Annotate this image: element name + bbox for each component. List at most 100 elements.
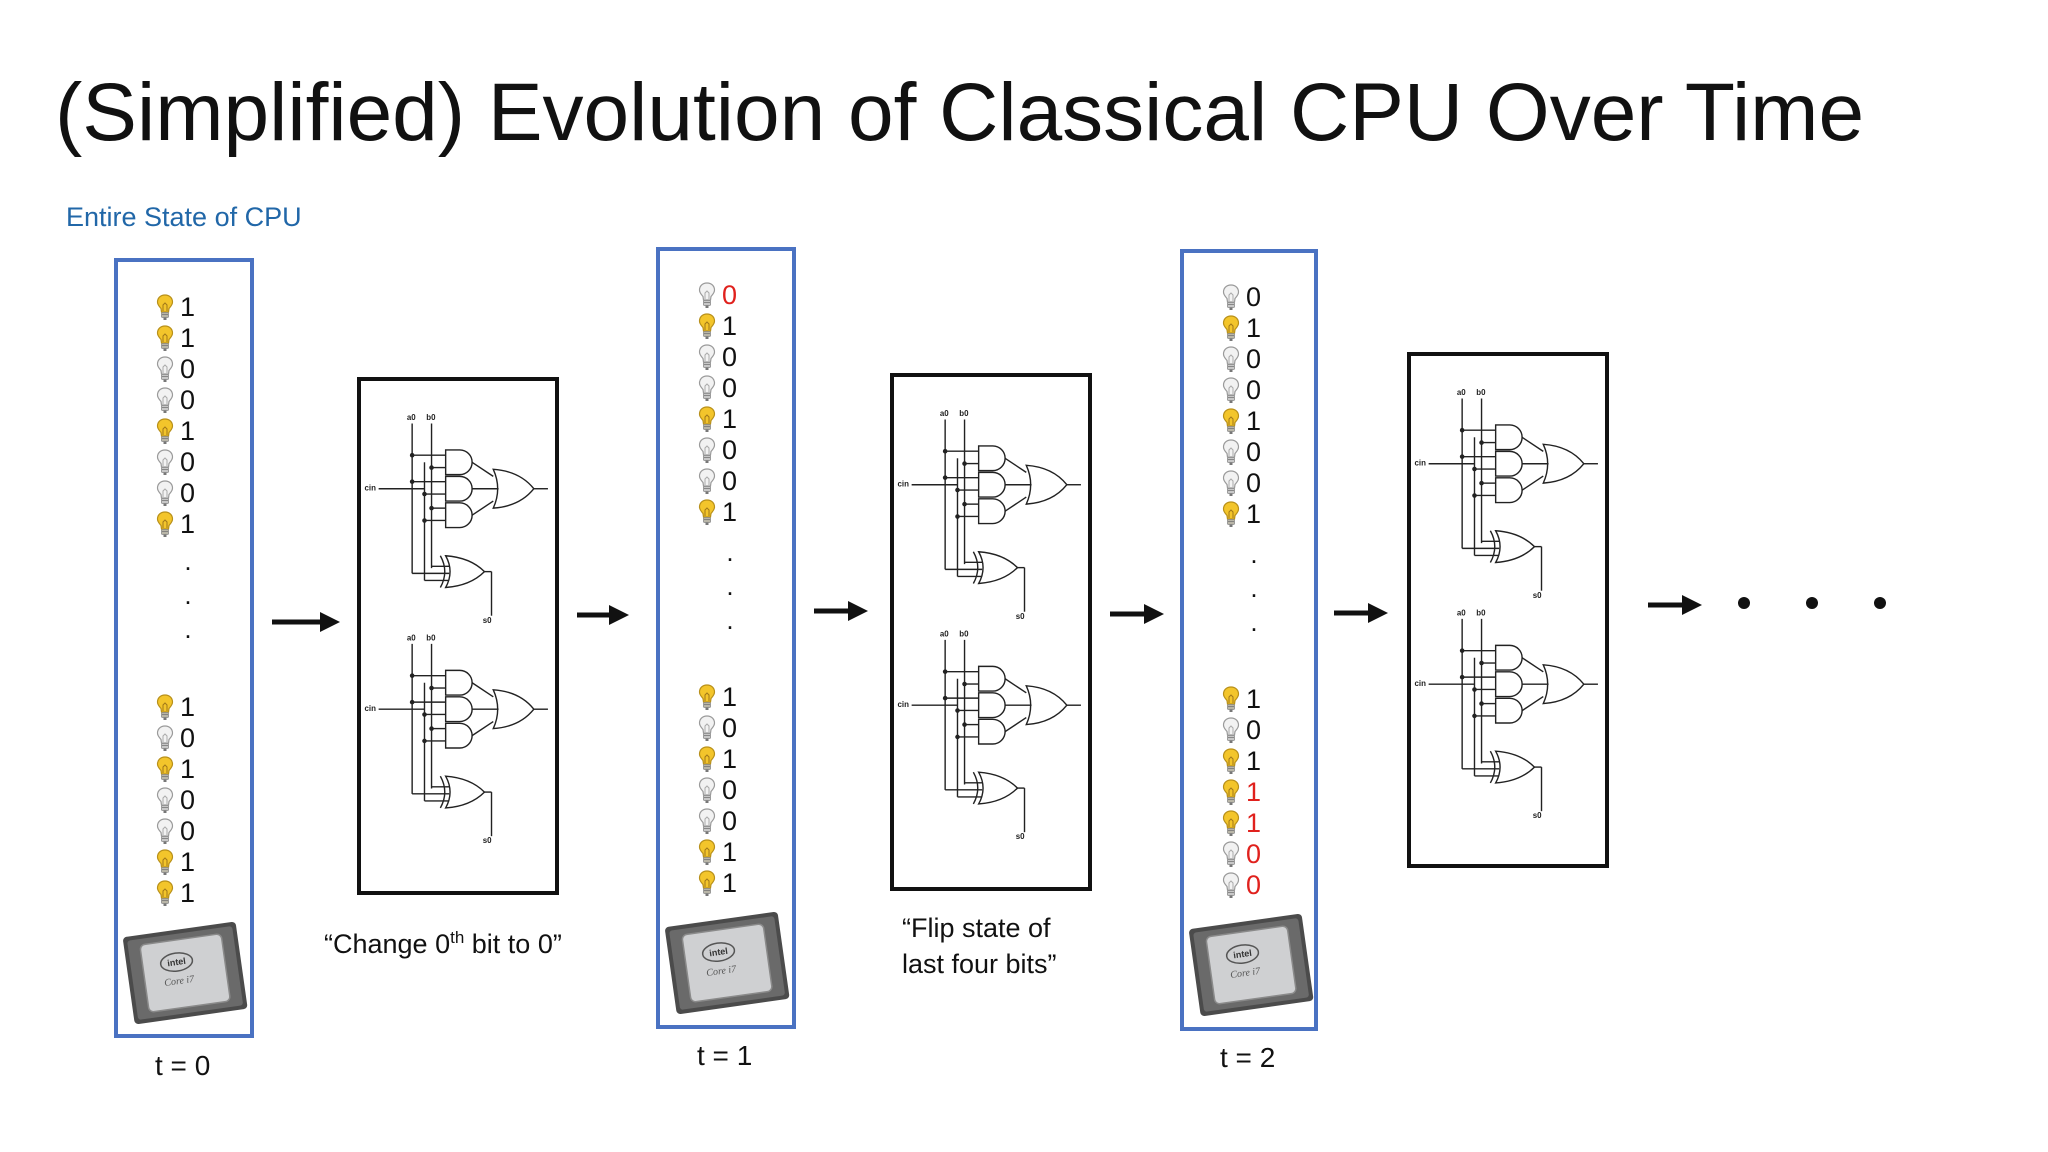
bit-value: 1 [1246,684,1262,714]
bit-value: 1 [722,744,738,774]
bit-value: 0 [180,385,196,415]
bit-value: 0 [1246,344,1262,374]
svg-text:a0: a0 [1457,388,1466,397]
state-bit: 1 [698,682,737,712]
lightbulb-off-icon [156,818,174,844]
slide-subtitle: Entire State of CPU [66,202,302,232]
lightbulb-off-icon [698,715,716,741]
bit-value: 0 [180,478,196,508]
vertical-ellipsis: ... [1250,539,1258,637]
bit-value: 1 [1246,777,1262,807]
svg-text:intel: intel [167,956,187,968]
lightbulb-on-icon [156,880,174,906]
lightbulb-off-icon [1222,439,1240,465]
lightbulb-on-icon [1222,810,1240,836]
state-bit: 1 [698,868,737,898]
caption-change-bit-start: “Change 0 [324,929,451,959]
bit-value: 0 [722,435,738,465]
state-bit: 1 [156,292,195,322]
lightbulb-on-icon [156,294,174,320]
bit-value: 0 [180,723,196,753]
svg-text:b0: b0 [426,633,436,642]
svg-text:s0: s0 [1016,832,1025,841]
bit-value: 0 [722,466,738,496]
svg-text:b0: b0 [1476,388,1486,397]
bit-value: 0 [722,373,738,403]
bit-value: 1 [1246,406,1262,436]
svg-text:cin: cin [1415,459,1427,468]
bit-value: 0 [722,806,738,836]
state-bit: 0 [698,280,737,310]
state-bit: 1 [156,509,195,539]
state-bit: 1 [1222,313,1261,343]
bit-value: 1 [722,682,738,712]
state-bit: 0 [156,478,195,508]
svg-text:a0: a0 [940,409,949,418]
arrow-right-icon [1648,595,1702,615]
lightbulb-on-icon [1222,686,1240,712]
lightbulb-off-icon [1222,872,1240,898]
lightbulb-on-icon [1222,315,1240,341]
vertical-ellipsis: ... [726,537,734,635]
svg-text:intel: intel [709,946,729,958]
state-bit: 0 [1222,375,1261,405]
svg-text:s0: s0 [1533,811,1542,820]
svg-text:a0: a0 [1457,608,1466,617]
state-bit: 1 [698,837,737,867]
state-bit: 1 [1222,808,1261,838]
svg-text:a0: a0 [940,629,949,638]
bit-value: 1 [180,754,196,784]
state-bit: 1 [1222,406,1261,436]
state-bit: 1 [156,692,195,722]
time-label-t1: t = 1 [697,1040,753,1071]
lightbulb-off-icon [698,375,716,401]
bit-value: 1 [180,416,196,446]
svg-text:s0: s0 [1016,612,1025,621]
lightbulb-on-icon [156,694,174,720]
state-bit: 0 [156,385,195,415]
bit-value: 1 [1246,499,1262,529]
svg-text:s0: s0 [483,836,492,845]
state-bit: 1 [156,754,195,784]
ellipsis-dot [1806,597,1818,609]
lightbulb-off-icon [156,480,174,506]
lightbulb-on-icon [698,746,716,772]
bit-value: 0 [1246,468,1262,498]
svg-text:s0: s0 [483,616,492,625]
bit-value: 1 [180,692,196,722]
svg-text:Core i7: Core i7 [1230,966,1262,981]
lightbulb-on-icon [156,849,174,875]
lightbulb-on-icon [698,499,716,525]
lightbulb-on-icon [156,756,174,782]
bit-value: 1 [180,847,196,877]
lightbulb-on-icon [698,313,716,339]
lightbulb-on-icon [698,684,716,710]
svg-text:Core i7: Core i7 [164,974,196,989]
bit-value: 0 [180,447,196,477]
bit-value: 0 [1246,715,1262,745]
state-bit: 1 [156,416,195,446]
ellipsis-dot [1874,597,1886,609]
lightbulb-on-icon [156,418,174,444]
lightbulb-off-icon [156,787,174,813]
bit-value: 1 [722,311,738,341]
state-bit: 1 [698,497,737,527]
state-bit: 0 [1222,715,1261,745]
svg-text:b0: b0 [959,409,969,418]
time-label-t2: t = 2 [1220,1042,1276,1073]
arrow-right-icon [1334,603,1388,623]
lightbulb-on-icon [1222,408,1240,434]
state-bit: 1 [698,744,737,774]
bit-value: 0 [1246,870,1262,900]
lightbulb-on-icon [698,406,716,432]
bit-value: 1 [180,292,196,322]
state-bit: 1 [156,323,195,353]
caption-change-bit: “Change 0th bit to 0” [324,920,562,962]
lightbulb-off-icon [698,777,716,803]
state-bit: 1 [698,404,737,434]
